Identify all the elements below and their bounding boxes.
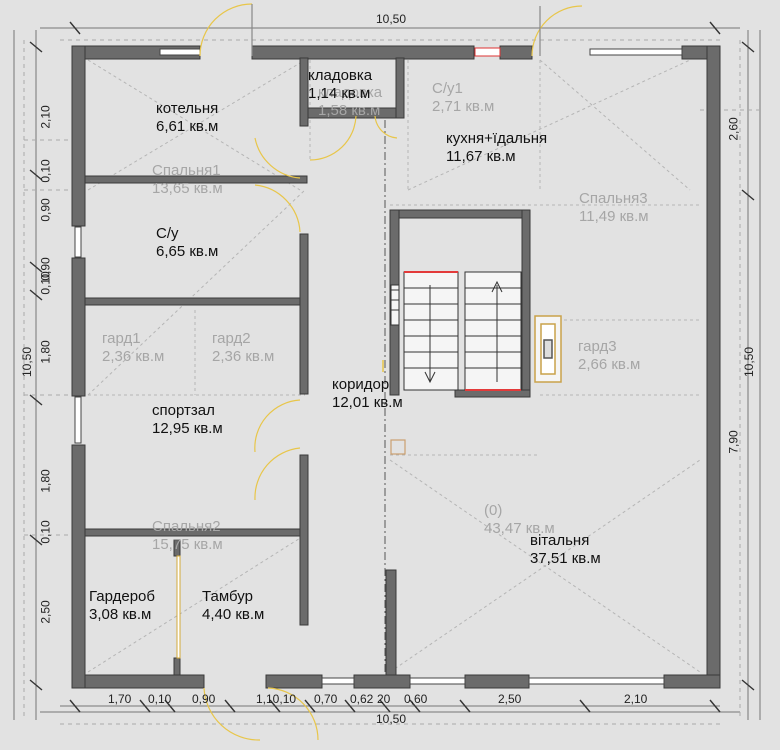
room-kukhnya: кухня+їдальня 11,67 кв.м	[446, 130, 547, 166]
room-name: гард1	[102, 330, 141, 347]
dim-right-total: 10,50	[742, 346, 757, 378]
room-name: кладовка	[318, 84, 383, 101]
dim-bottom-seg: 0,90	[192, 692, 216, 706]
room-name: Спальня2	[152, 518, 221, 535]
dim-left-seg: 0,90	[38, 257, 53, 281]
room-name: котельня	[156, 100, 219, 117]
room-area: 11,49 кв.м	[579, 208, 649, 225]
room-name: вітальня	[530, 532, 590, 549]
dim-bottom-seg: 0,10	[148, 692, 172, 706]
walls	[71, 45, 721, 689]
room-area: 15,75 кв.м	[152, 536, 223, 553]
room-tambur: Тамбур 4,40 кв.м	[202, 588, 264, 624]
room-area: 4,40 кв.м	[202, 606, 265, 623]
room-area: 2,36 кв.м	[212, 348, 275, 365]
dim-bottom-seg: 2,50	[498, 692, 522, 706]
dim-top-total: 10,50	[376, 12, 407, 26]
dim-bottom-seg: 2,10	[624, 692, 648, 706]
room-name: Тамбур	[202, 588, 253, 605]
room-kladovka: кладовка 1,14 кв.м	[308, 67, 372, 103]
room-area: 6,65 кв.м	[156, 243, 219, 260]
room-area: 11,67 кв.м	[446, 148, 516, 165]
windows	[74, 47, 683, 685]
room-name: спортзал	[152, 402, 215, 419]
room-area: 3,08 кв.м	[89, 606, 152, 623]
room-su: С/у 6,65 кв.м	[156, 225, 218, 261]
room-name: С/у1	[432, 80, 463, 97]
room-area: 13,65 кв.м	[152, 180, 223, 197]
room-name: (0)	[484, 502, 503, 519]
dim-bottom-seg: 1,10,10	[256, 692, 297, 706]
projection-lines	[87, 59, 701, 673]
room-area: 2,36 кв.м	[102, 348, 165, 365]
dim-left-seg: 0,90	[38, 198, 53, 222]
room-area: 43,47 кв.м	[484, 520, 555, 537]
dim-left-total: 10,50	[20, 346, 35, 378]
room-gard3-ghost: гард3 2,66 кв.м	[578, 338, 640, 374]
room-area: 12,01 кв.м	[332, 394, 403, 411]
room-area: 1,58 кв.м	[318, 102, 381, 119]
dim-left-seg: 0,10	[38, 159, 53, 183]
room-name: гард3	[578, 338, 617, 355]
dim-left-seg: 1,80	[38, 469, 53, 493]
room-name: Гардероб	[89, 588, 155, 605]
room-kotelnya: котельня 6,61 кв.м	[156, 100, 218, 136]
dim-right-seg: 2,60	[726, 117, 741, 141]
dim-left-seg: 2,10	[38, 105, 53, 129]
room-area: 2,66 кв.м	[578, 356, 641, 373]
room-area: 12,95 кв.м	[152, 420, 223, 437]
room-area: 1,14 кв.м	[308, 85, 371, 102]
room-vitalnya: вітальня 37,51 кв.м	[530, 532, 601, 568]
room-name: Спальня3	[579, 190, 648, 207]
dim-bottom-seg: 0,62	[350, 692, 374, 706]
room-gard2-ghost: гард2 2,36 кв.м	[212, 330, 274, 366]
dim-bottom-seg: 0,60	[404, 692, 428, 706]
room-korydor: коридор 12,01 кв.м	[332, 376, 403, 412]
column-marker	[390, 439, 406, 455]
room-su1-ghost: С/у1 2,71 кв.м	[432, 80, 494, 116]
room-vitalnya-ghost: (0) 43,47 кв.м	[484, 502, 555, 538]
room-kladovka-ghost: кладовка 1,58 кв.м	[318, 84, 382, 120]
room-name: кухня+їдальня	[446, 130, 548, 147]
room-sportzal: спортзал 12,95 кв.м	[152, 402, 223, 438]
dim-left-seg: 1,80	[38, 340, 53, 364]
dimension-lines	[13, 21, 761, 725]
room-gard1-ghost: гард1 2,36 кв.м	[102, 330, 164, 366]
room-name: коридор	[332, 376, 390, 393]
room-spalnya2-ghost: Спальня2 15,75 кв.м	[152, 518, 223, 554]
dim-bottom-seg: 1,70	[108, 692, 132, 706]
staircase	[390, 271, 522, 391]
dim-left-seg: 2,50	[38, 600, 53, 624]
dim-bottom-seg: 20	[377, 692, 391, 706]
room-spalnya3-ghost: Спальня3 11,49 кв.м	[579, 190, 649, 226]
room-garderob: Гардероб 3,08 кв.м	[89, 588, 155, 624]
room-name: С/у	[156, 225, 179, 242]
room-name: гард2	[212, 330, 251, 347]
room-area: 6,61 кв.м	[156, 118, 219, 135]
room-name: кладовка	[308, 67, 373, 84]
room-area: 37,51 кв.м	[530, 550, 601, 567]
room-spalnya1-ghost: Спальня1 13,65 кв.м	[152, 162, 223, 198]
fireplace	[534, 315, 562, 383]
room-name: Спальня1	[152, 162, 221, 179]
room-area: 2,71 кв.м	[432, 98, 495, 115]
dim-bottom-total: 10,50	[376, 712, 407, 726]
dim-right-seg: 7,90	[726, 430, 741, 454]
door-swings	[199, 3, 583, 741]
dim-bottom-seg: 0,70	[314, 692, 338, 706]
dim-left-seg: 0,10	[38, 520, 53, 544]
